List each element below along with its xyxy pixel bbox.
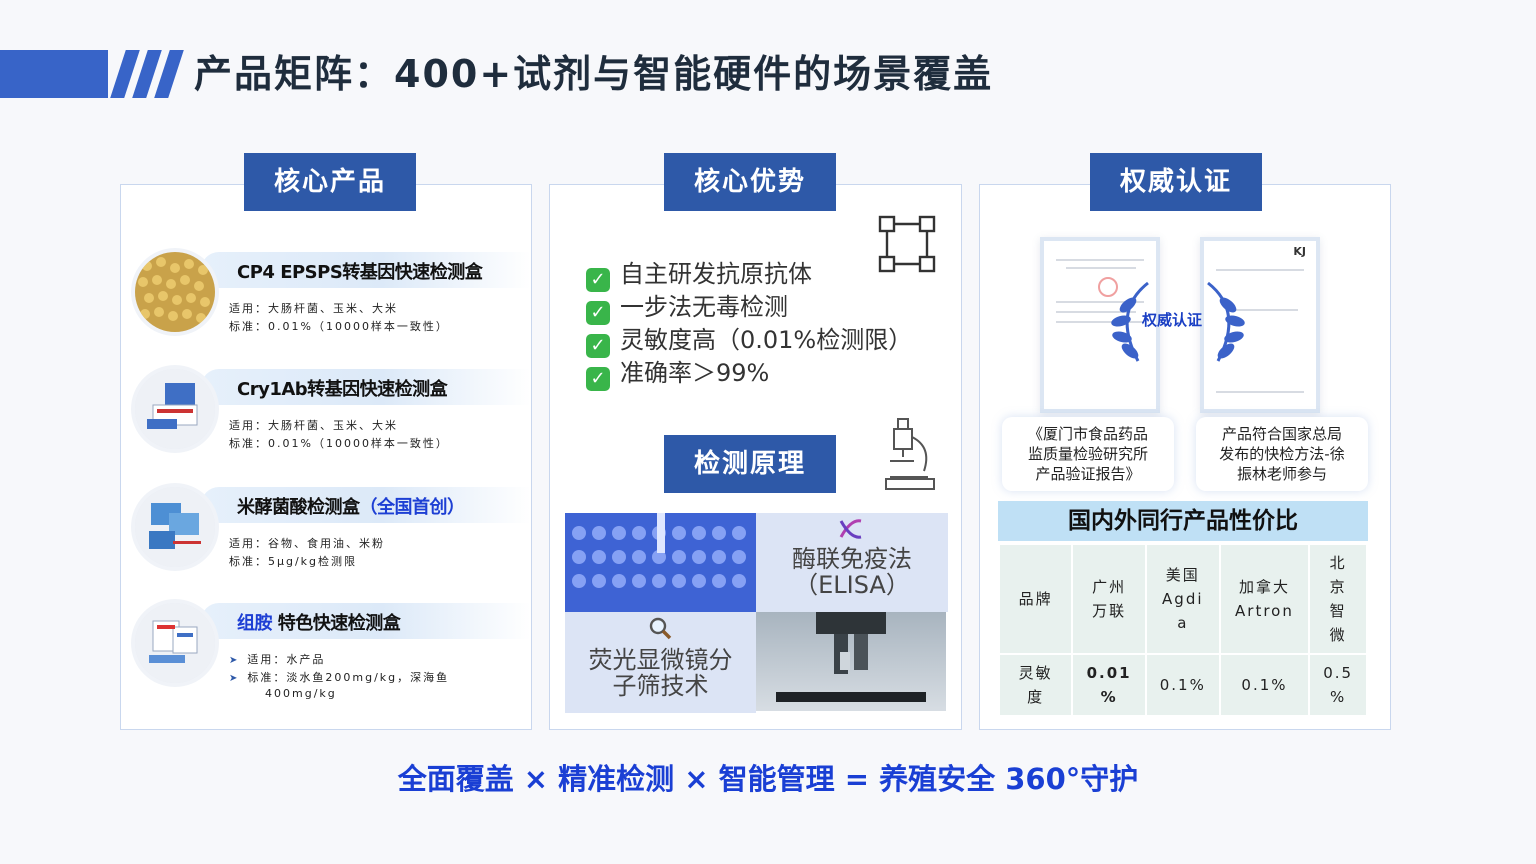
- kit-image: [135, 603, 215, 683]
- kit-image: [135, 487, 215, 567]
- product-standard: 标准：0.01%（10000样本一致性）: [229, 437, 449, 450]
- fluorescence-label: 荧光显微镜分: [588, 646, 733, 674]
- table-cell: 灵敏度: [1000, 655, 1072, 715]
- standard-note: 产品符合国家总局 发布的快检方法-徐 振林老师参与: [1196, 417, 1368, 491]
- doc-header-mark: KJ: [1293, 245, 1306, 258]
- magnifier-icon: [649, 617, 672, 640]
- table-cell: 0.1%: [1220, 655, 1309, 715]
- checkmark-icon: ✓: [586, 268, 610, 292]
- core-advantages-title: 核心优势: [664, 153, 836, 211]
- report-note: 《厦门市食品药品 监质量检验研究所 产品验证报告》: [1002, 417, 1174, 491]
- product-usage: 适用：水产品: [229, 651, 325, 667]
- table-header-cell: 北京智微: [1310, 545, 1366, 653]
- table-cell: 0.01%: [1073, 655, 1145, 715]
- report-document: [1040, 237, 1160, 413]
- comparison-title: 国内外同行产品性价比: [998, 501, 1368, 541]
- certification-title: 权威认证: [1090, 153, 1262, 211]
- well-plate-image: [565, 513, 756, 612]
- checkmark-icon: ✓: [586, 367, 610, 391]
- product-standard-cont: 400mg/kg: [265, 687, 337, 700]
- table-cell: 0.1%: [1146, 655, 1219, 715]
- product-name: Cry1Ab转基因快速检测盒: [237, 379, 448, 400]
- core-advantages-panel: 核心优势 ✓自主研发抗原抗体 ✓一步法无毒检测 ✓灵敏度高（0.01%检测限） …: [549, 153, 962, 730]
- product-standard: 标准：淡水鱼200mg/kg，深海鱼: [229, 669, 449, 685]
- elisa-cell: 酶联免疫法 （ELISA）: [756, 513, 948, 612]
- advantage-item: ✓灵敏度高（0.01%检测限）: [586, 325, 912, 358]
- checkmark-icon: ✓: [586, 301, 610, 325]
- table-row: 灵敏度 0.01% 0.1% 0.1% 0.5%: [1000, 655, 1366, 715]
- product-item: CP4 EPSPS转基因快速检测盒 适用：大肠杆菌、玉米、大米 标准：0.01%…: [135, 252, 531, 342]
- principles-grid: 酶联免疫法 （ELISA） 荧光显微镜分 子筛技术: [565, 513, 948, 713]
- product-name: CP4 EPSPS转基因快速检测盒: [237, 262, 483, 283]
- product-name: 米酵菌酸检测盒（全国首创）: [237, 497, 466, 518]
- table-cell: 0.5%: [1310, 655, 1366, 715]
- product-usage: 适用：大肠杆菌、玉米、大米: [229, 419, 398, 432]
- laurel-right-icon: [1207, 281, 1245, 362]
- fluorescence-label-sub: 子筛技术: [612, 672, 709, 700]
- advantages-list: ✓自主研发抗原抗体 ✓一步法无毒检测 ✓灵敏度高（0.01%检测限） ✓准确率＞…: [586, 259, 912, 391]
- blockchain-icon: [878, 215, 936, 273]
- fluorescence-cell: 荧光显微镜分 子筛技术: [565, 612, 756, 713]
- advantage-item: ✓一步法无毒检测: [586, 292, 912, 325]
- table-header-cell: 品牌: [1000, 545, 1072, 653]
- table-header-cell: 广州万联: [1073, 545, 1145, 653]
- footer-slogan: 全面覆盖 × 精准检测 × 智能管理 = 养殖安全 360°守护: [397, 762, 1139, 796]
- principles-title: 检测原理: [664, 435, 836, 493]
- product-item: 组胺 特色快速检测盒 适用：水产品 标准：淡水鱼200mg/kg，深海鱼 400…: [135, 603, 531, 700]
- product-item: Cry1Ab转基因快速检测盒 适用：大肠杆菌、玉米、大米 标准：0.01%（10…: [135, 369, 531, 459]
- corn-image: [135, 252, 215, 332]
- certification-panel: 权威认证 KJ 权威认证 《厦门市食品药品 监质量: [979, 153, 1391, 730]
- product-standard: 标准：5μg/kg检测限: [229, 555, 358, 568]
- standard-document: KJ: [1200, 237, 1320, 413]
- product-standard: 标准：0.01%（10000样本一致性）: [229, 320, 449, 333]
- page-title: 产品矩阵：400+试剂与智能硬件的场景覆盖: [194, 52, 994, 96]
- advantage-item: ✓自主研发抗原抗体: [586, 259, 912, 292]
- dna-icon: [839, 519, 862, 539]
- laurel-left-icon: [1111, 281, 1149, 362]
- product-name-prefix: 组胺: [237, 613, 273, 634]
- kit-image: [135, 369, 215, 449]
- core-products-title: 核心产品: [244, 153, 416, 211]
- title-decoration: [0, 50, 184, 98]
- advantage-item: ✓准确率＞99%: [586, 358, 912, 391]
- checkmark-icon: ✓: [586, 334, 610, 358]
- elisa-label: 酶联免疫法: [792, 545, 912, 573]
- certification-badge: 权威认证: [1142, 311, 1203, 329]
- product-usage: 适用：谷物、食用油、米粉: [229, 537, 385, 550]
- elisa-label-sub: （ELISA）: [794, 571, 910, 599]
- product-name: 组胺 特色快速检测盒: [237, 613, 401, 634]
- microscope-image: [756, 612, 946, 711]
- core-products-panel: 核心产品 CP4 EPSPS转基因快速检测盒 适用：大肠杆菌、玉米、大米 标准：…: [120, 153, 532, 730]
- product-highlight: （全国首创）: [359, 497, 466, 518]
- product-usage: 适用：大肠杆菌、玉米、大米: [229, 302, 398, 315]
- product-item: 米酵菌酸检测盒（全国首创） 适用：谷物、食用油、米粉 标准：5μg/kg检测限: [135, 487, 531, 577]
- microscope-icon: [885, 418, 935, 490]
